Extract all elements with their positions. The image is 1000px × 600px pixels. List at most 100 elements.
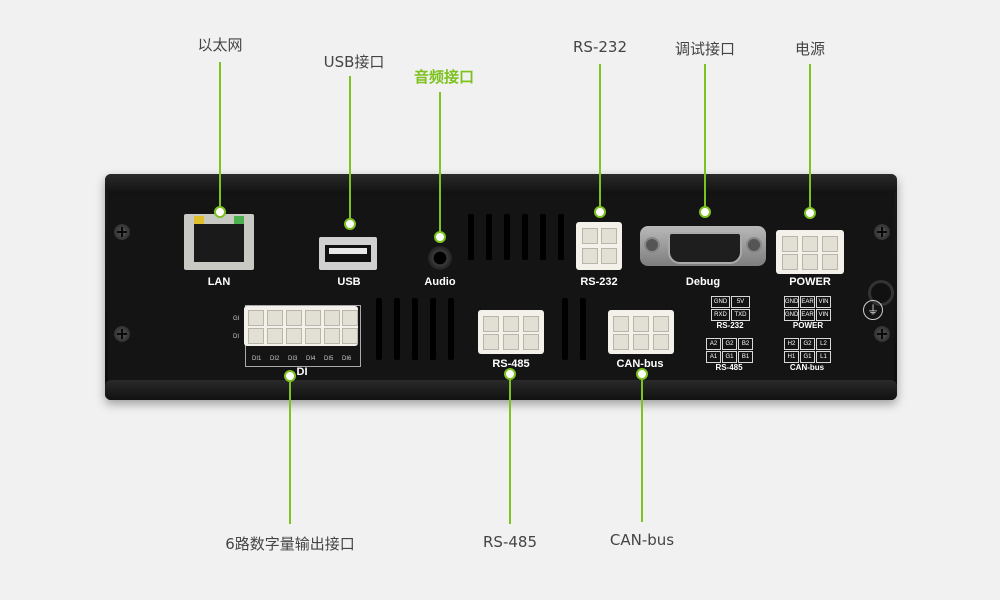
port-label-audio: Audio	[424, 276, 456, 288]
screw-icon	[114, 224, 130, 240]
vent-slot	[504, 214, 510, 260]
port-label-rs232: RS-232	[580, 276, 618, 288]
legend-cell: B1	[738, 351, 753, 363]
legend-title-power: POWER	[792, 321, 824, 330]
rs485-pinout-legend: A2 G2 B2 A1 G1 B1	[706, 338, 753, 363]
legend-cell: RXD	[711, 309, 730, 321]
port-label-lan: LAN	[207, 276, 231, 288]
audio-jack	[428, 246, 452, 270]
callout-usb: USB接口	[323, 53, 385, 71]
legend-cell: G1	[722, 351, 737, 363]
legend-cell: G2	[800, 338, 815, 350]
vent-slot	[448, 298, 454, 360]
screw-icon	[874, 326, 890, 342]
leader-line	[219, 62, 221, 212]
callout-di: 6路数字量输出接口	[225, 535, 355, 553]
chassis-bottom-rail	[105, 380, 897, 400]
legend-cell: GND	[784, 309, 799, 321]
callout-dot	[699, 206, 711, 218]
legend-cell: 5V	[731, 296, 750, 308]
legend-cell: TXD	[731, 309, 750, 321]
callout-dot	[504, 368, 516, 380]
canbus-connector	[608, 310, 674, 354]
vent-slot	[486, 214, 492, 260]
callout-dot	[636, 368, 648, 380]
led-icon	[234, 216, 244, 224]
di-pin-label: DI5	[324, 356, 334, 362]
leader-line	[599, 64, 601, 212]
vent-slot	[540, 214, 546, 260]
legend-cell: H2	[784, 338, 799, 350]
callout-dot	[214, 206, 226, 218]
legend-cell: EAR	[800, 296, 815, 308]
ground-icon: ⏚	[863, 300, 883, 320]
vent-slot	[376, 298, 382, 360]
vent-slot	[468, 214, 474, 260]
chassis-top-rail	[105, 174, 897, 194]
legend-cell: VIN	[816, 296, 831, 308]
vent-slot	[558, 214, 564, 260]
debug-db9-connector	[640, 226, 766, 266]
legend-cell: G2	[722, 338, 737, 350]
vent-slot	[562, 298, 568, 360]
rs232-pinout-legend: GND 5V RXD TXD	[711, 296, 750, 321]
leader-line	[509, 374, 511, 524]
callout-audio: 音频接口	[413, 68, 475, 86]
rs485-connector	[478, 310, 544, 354]
legend-cell: H1	[784, 351, 799, 363]
leader-line	[289, 378, 291, 524]
di-pin-label: DI6	[342, 356, 352, 362]
callout-power: 电源	[794, 40, 826, 58]
di-side-label: DI	[233, 334, 239, 340]
leader-line	[704, 64, 706, 212]
legend-cell: GND	[711, 296, 730, 308]
callout-lan: 以太网	[197, 36, 243, 54]
legend-cell: EAR	[800, 309, 815, 321]
di-side-label: GI	[233, 316, 240, 322]
callout-canbus: CAN-bus	[609, 531, 675, 549]
legend-cell: A1	[706, 351, 721, 363]
usb-port	[319, 237, 377, 270]
port-label-debug: Debug	[685, 276, 721, 288]
callout-dot	[594, 206, 606, 218]
lan-port	[184, 214, 254, 270]
leader-line	[439, 92, 441, 236]
legend-cell: L2	[816, 338, 831, 350]
vent-slot	[580, 298, 586, 360]
port-label-di: DI	[296, 366, 308, 378]
legend-cell: G1	[800, 351, 815, 363]
rs232-connector	[576, 222, 622, 270]
vent-slot	[522, 214, 528, 260]
port-label-power: POWER	[789, 276, 831, 288]
legend-title-rs485: RS-485	[715, 363, 743, 372]
callout-dot	[284, 370, 296, 382]
port-label-usb: USB	[337, 276, 361, 288]
di-pin-label: DI2	[270, 356, 280, 362]
callout-dot	[434, 231, 446, 243]
vent-slot	[412, 298, 418, 360]
legend-title-canbus: CAN-bus	[789, 363, 825, 372]
legend-title-rs232: RS-232	[716, 321, 744, 330]
vent-slot	[394, 298, 400, 360]
legend-cell: L1	[816, 351, 831, 363]
callout-rs485: RS-485	[483, 533, 537, 551]
screw-icon	[114, 326, 130, 342]
power-pinout-legend: GND EAR VIN GND EAR VIN	[784, 296, 831, 321]
leader-line	[349, 76, 351, 224]
legend-cell: B2	[738, 338, 753, 350]
legend-cell: GND	[784, 296, 799, 308]
legend-cell: A2	[706, 338, 721, 350]
power-connector	[776, 230, 844, 274]
leader-line	[809, 64, 811, 212]
legend-cell: VIN	[816, 309, 831, 321]
callout-dot	[804, 207, 816, 219]
leader-line	[641, 374, 643, 522]
callout-debug: 调试接口	[674, 40, 736, 58]
canbus-pinout-legend: H2 G2 L2 H1 G1 L1	[784, 338, 831, 363]
di-pin-label: DI4	[306, 356, 316, 362]
led-icon	[194, 216, 204, 224]
di-pin-label: DI1	[252, 356, 262, 362]
port-label-canbus: CAN-bus	[616, 358, 664, 370]
callout-dot	[344, 218, 356, 230]
